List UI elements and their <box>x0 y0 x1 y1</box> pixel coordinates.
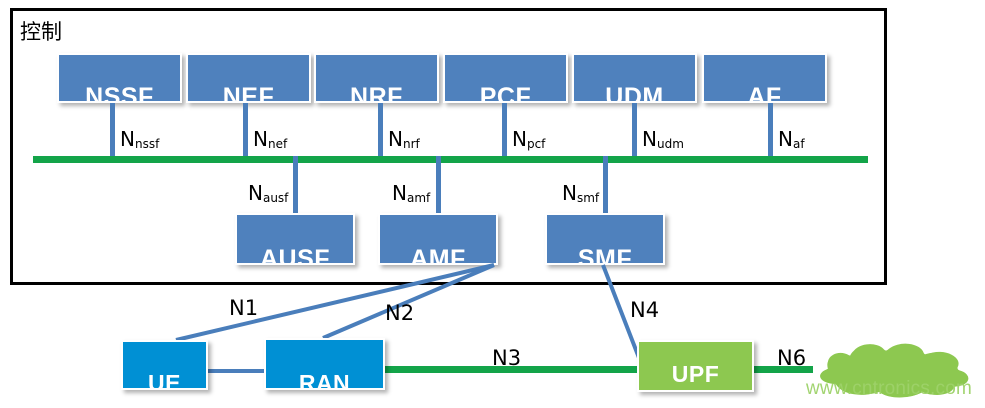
node-nef-label: NEF <box>222 83 275 103</box>
service-based-interface-bus <box>33 156 868 163</box>
node-ausf[interactable]: AUSF <box>235 213 355 265</box>
node-ue-label: UE <box>148 370 181 390</box>
stem-smf <box>603 156 608 213</box>
node-udm-label: UDM <box>605 83 664 103</box>
stem-nef <box>243 103 248 160</box>
interface-label-nudm: Nudm <box>642 127 684 151</box>
node-udm[interactable]: UDM <box>572 53 697 103</box>
node-nef[interactable]: NEF <box>186 53 311 103</box>
interface-label-nausf: Nausf <box>248 181 289 205</box>
node-upf[interactable]: UPF <box>637 340 754 392</box>
node-amf[interactable]: AMF <box>378 213 498 265</box>
node-ue[interactable]: UE <box>121 340 208 390</box>
interface-label-naf: Naf <box>778 127 805 151</box>
node-ran-label: RAN <box>298 370 351 390</box>
node-upf-label: UPF <box>671 361 720 387</box>
node-pcf[interactable]: PCF <box>443 53 568 103</box>
node-nrf-label: NRF <box>350 83 403 103</box>
reference-point-label-n4: N4 <box>630 298 660 322</box>
interface-label-namf: Namf <box>392 181 431 205</box>
control-plane-label: 控制 <box>20 20 62 44</box>
stem-udm <box>632 103 637 160</box>
link-n6-userplane <box>753 366 813 373</box>
stem-pcf <box>502 103 507 160</box>
node-nrf[interactable]: NRF <box>314 53 439 103</box>
watermark-text: www.cntronics.com <box>806 378 972 399</box>
link-n3-userplane <box>385 366 641 373</box>
interface-label-nnef: Nnef <box>253 127 288 151</box>
node-ausf-label: AUSF <box>259 245 331 265</box>
node-smf-label: SMF <box>577 245 633 265</box>
stem-amf <box>436 156 441 213</box>
stem-ausf <box>293 156 298 213</box>
node-ran[interactable]: RAN <box>264 338 385 390</box>
interface-label-npcf: Npcf <box>512 127 546 151</box>
node-nssf[interactable]: NSSF <box>57 53 182 103</box>
reference-point-label-n3: N3 <box>492 346 522 370</box>
interface-label-nnrf: Nnrf <box>388 127 420 151</box>
node-smf[interactable]: SMF <box>545 213 665 265</box>
interface-label-nnssf: Nnssf <box>120 127 160 151</box>
reference-point-label-n2: N2 <box>385 301 415 325</box>
reference-point-label-n6: N6 <box>777 346 807 370</box>
reference-point-label-n1: N1 <box>229 296 259 320</box>
node-amf-label: AMF <box>410 245 466 265</box>
data-network-cloud[interactable] <box>806 336 981 408</box>
node-af-label: AF <box>747 83 782 103</box>
stem-nrf <box>378 103 383 160</box>
stem-af <box>768 103 773 160</box>
node-nssf-label: NSSF <box>85 83 154 103</box>
node-af[interactable]: AF <box>702 53 827 103</box>
interface-label-nsmf: Nsmf <box>562 181 600 205</box>
stem-nssf <box>110 103 115 160</box>
node-pcf-label: PCF <box>479 83 532 103</box>
